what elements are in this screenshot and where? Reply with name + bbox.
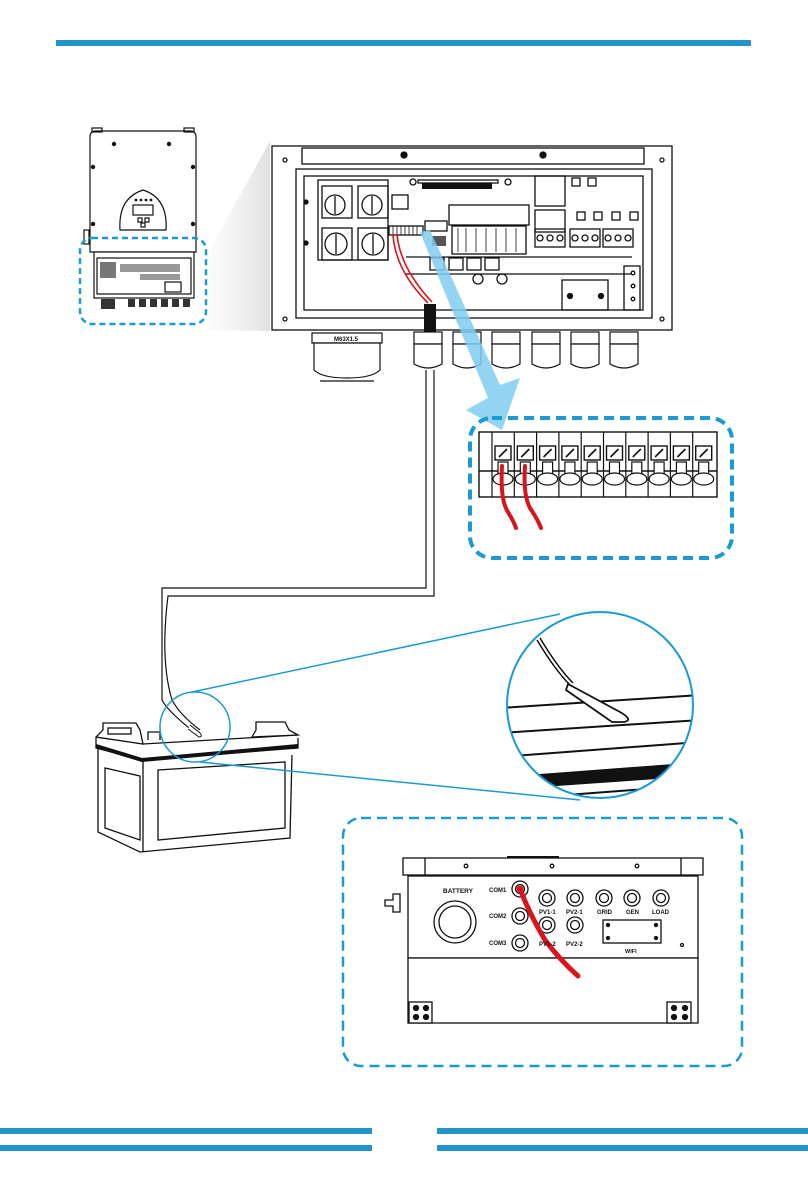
mini-glands bbox=[101, 299, 190, 309]
sensor-cable-route bbox=[162, 370, 434, 735]
label-grid: GRID bbox=[597, 910, 613, 916]
label-pv2-2: PV2-2 bbox=[566, 942, 583, 948]
label-com2: COM2 bbox=[489, 914, 507, 920]
label-com3: COM3 bbox=[489, 941, 507, 947]
sensor-probe-magnified bbox=[500, 612, 700, 800]
label-wifi: WIFI bbox=[625, 949, 637, 955]
sensor-cable-sheath bbox=[424, 304, 436, 332]
zoom-fan bbox=[208, 141, 270, 331]
inverter-overview bbox=[84, 128, 196, 309]
label-pv1-2: PV1-2 bbox=[539, 942, 556, 948]
label-pv2-1: PV2-1 bbox=[566, 910, 583, 916]
label-com1: COM1 bbox=[489, 888, 507, 894]
label-load: LOAD bbox=[652, 910, 670, 916]
gland-size-label: M63X1.5 bbox=[334, 337, 359, 343]
label-battery: BATTERY bbox=[443, 888, 474, 895]
label-pv1-1: PV1-1 bbox=[539, 910, 556, 916]
battery bbox=[96, 722, 298, 852]
wiring-box-closeup bbox=[272, 146, 672, 330]
sensor-probe-small bbox=[188, 725, 201, 737]
wifi-module-plate bbox=[603, 920, 661, 943]
label-gen: GEN bbox=[626, 910, 639, 916]
